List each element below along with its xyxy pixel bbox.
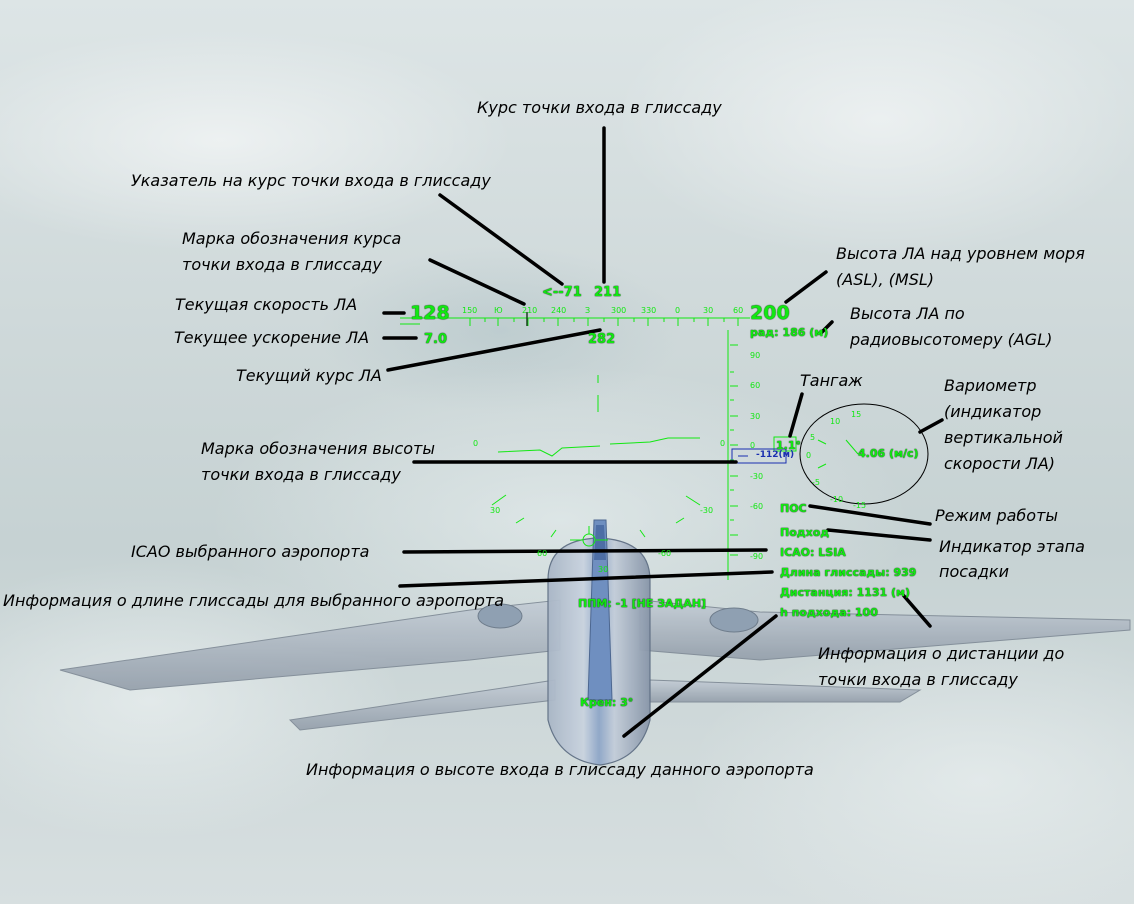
heading-tape-ticks xyxy=(469,318,739,326)
roll-label: 30 xyxy=(598,565,609,574)
annotation-glide-length: Информация о длине глиссады для выбранно… xyxy=(3,591,505,610)
ppm-readout: ППМ: -1 [НЕ ЗАДАН] xyxy=(578,597,707,610)
annotation-pitch: Тангаж xyxy=(800,371,863,390)
course-pointer-readout: <--71 xyxy=(542,285,582,300)
annotation-mode: Режим работы xyxy=(935,506,1059,525)
annotation-course-mark-line2: точки входа в глиссаду xyxy=(182,255,382,274)
annotation-speed: Текущая скорость ЛА xyxy=(175,295,358,314)
horizon-right xyxy=(609,437,700,445)
vario-readout: 4.06 (м/с) xyxy=(858,447,919,460)
horizon-left xyxy=(497,445,601,457)
annotation-agl-line2: радиовысотомеру (AGL) xyxy=(850,330,1053,349)
pitch-readout: 1.1° xyxy=(776,439,801,452)
annotation-leaders xyxy=(382,126,944,738)
vario-tick: 15 xyxy=(851,410,862,419)
annotation-heading: Текущий курс ЛА xyxy=(236,366,382,385)
annotation-glide-alt-line2: точки входа в глиссаду xyxy=(201,465,401,484)
pitch-zero-right: 0 xyxy=(720,439,726,448)
heading-scale-label: 150 xyxy=(462,306,478,315)
distance-readout: Дистанция: 1131 (м) xyxy=(780,586,911,599)
pitch-zero-left: 0 xyxy=(473,439,479,448)
bank-readout: Крен: 3° xyxy=(580,696,634,709)
heading-scale-label: 330 xyxy=(641,306,657,315)
heading-scale-label: 240 xyxy=(551,306,567,315)
roll-label: -30 xyxy=(700,506,714,515)
annotation-accel: Текущее ускорение ЛА xyxy=(174,328,370,347)
annotation-phase-line1: Индикатор этапа xyxy=(939,537,1085,556)
heading-scale-label: 0 xyxy=(675,306,681,315)
glide-length-readout: Длина глиссады: 939 xyxy=(780,566,917,579)
roll-label: 60 xyxy=(537,549,548,558)
annotation-distance-line2: точки входа в глиссаду xyxy=(818,670,1018,689)
heading-scale-label: 210 xyxy=(522,306,538,315)
annotation-distance-line1: Информация о дистанции до xyxy=(818,644,1065,663)
annotation-course-pointer: Указатель на курс точки входа в глиссаду xyxy=(131,171,491,190)
roll-label: 30 xyxy=(490,506,501,515)
vario-tick: -10 xyxy=(830,495,844,504)
alt-scale-label: -60 xyxy=(750,502,764,511)
entry-course-readout: 211 xyxy=(594,285,622,300)
flight-path-marker xyxy=(582,533,596,547)
vario-tick: 0 xyxy=(806,451,812,460)
agl-readout: рад: 186 (м) xyxy=(750,326,829,339)
vario-tick: 10 xyxy=(830,417,841,426)
vario-tick: 5 xyxy=(810,433,816,442)
variometer-circle xyxy=(799,403,929,505)
asl-readout: 200 xyxy=(750,302,790,324)
vario-tick: -5 xyxy=(812,478,820,487)
annotation-vario-line3: вертикальной xyxy=(944,428,1063,447)
annotation-course-mark-line1: Марка обозначения курса xyxy=(182,229,402,248)
alt-scale-label: 90 xyxy=(750,351,761,360)
icao-readout: ICAO: LSIA xyxy=(780,546,846,559)
annotation-glide-alt-line1: Марка обозначения высоты xyxy=(201,439,436,458)
mode-readout: ПОС xyxy=(780,502,807,515)
heading-scale-label: 300 xyxy=(611,306,627,315)
annotation-vario-line2: (индикатор xyxy=(944,402,1042,421)
annotation-asl-line1: Высота ЛА над уровнем моря xyxy=(836,244,1085,263)
glide-alt-readout: -112(м) xyxy=(756,450,795,460)
heading-scale-label: 60 xyxy=(733,306,744,315)
heading-scale-label: 30 xyxy=(703,306,714,315)
alt-scale-label: 60 xyxy=(750,381,761,390)
annotation-entry-course: Курс точки входа в глиссаду xyxy=(477,98,722,117)
annotation-icao: ICAO выбранного аэропорта xyxy=(131,542,370,561)
heading-readout: 282 xyxy=(588,332,616,347)
h-approach-readout: h подхода: 100 xyxy=(780,606,878,619)
phase-readout: Подход xyxy=(780,526,830,539)
annotation-asl-line2: (ASL), (MSL) xyxy=(836,270,935,289)
annotation-phase-line2: посадки xyxy=(939,562,1009,581)
glide-alt-marker-box xyxy=(731,448,787,464)
roll-label: -60 xyxy=(658,549,672,558)
annotation-vario-line4: скорости ЛА) xyxy=(944,454,1056,473)
accel-readout: 7.0 xyxy=(424,332,448,347)
alt-scale-label: 30 xyxy=(750,412,761,421)
alt-scale-label: 0 xyxy=(750,441,756,450)
annotation-agl-line1: Высота ЛА по xyxy=(850,304,965,323)
speed-readout: 128 xyxy=(410,302,450,324)
heading-scale-label: З xyxy=(585,306,591,315)
vario-tick: -15 xyxy=(853,501,867,510)
annotation-vario-line1: Вариометр xyxy=(944,376,1037,395)
alt-scale-label: -30 xyxy=(750,472,764,481)
alt-scale-label: -90 xyxy=(750,552,764,561)
annotation-h-approach: Информация о высоте входа в глиссаду дан… xyxy=(306,760,814,779)
heading-scale-label: Ю xyxy=(494,306,503,315)
